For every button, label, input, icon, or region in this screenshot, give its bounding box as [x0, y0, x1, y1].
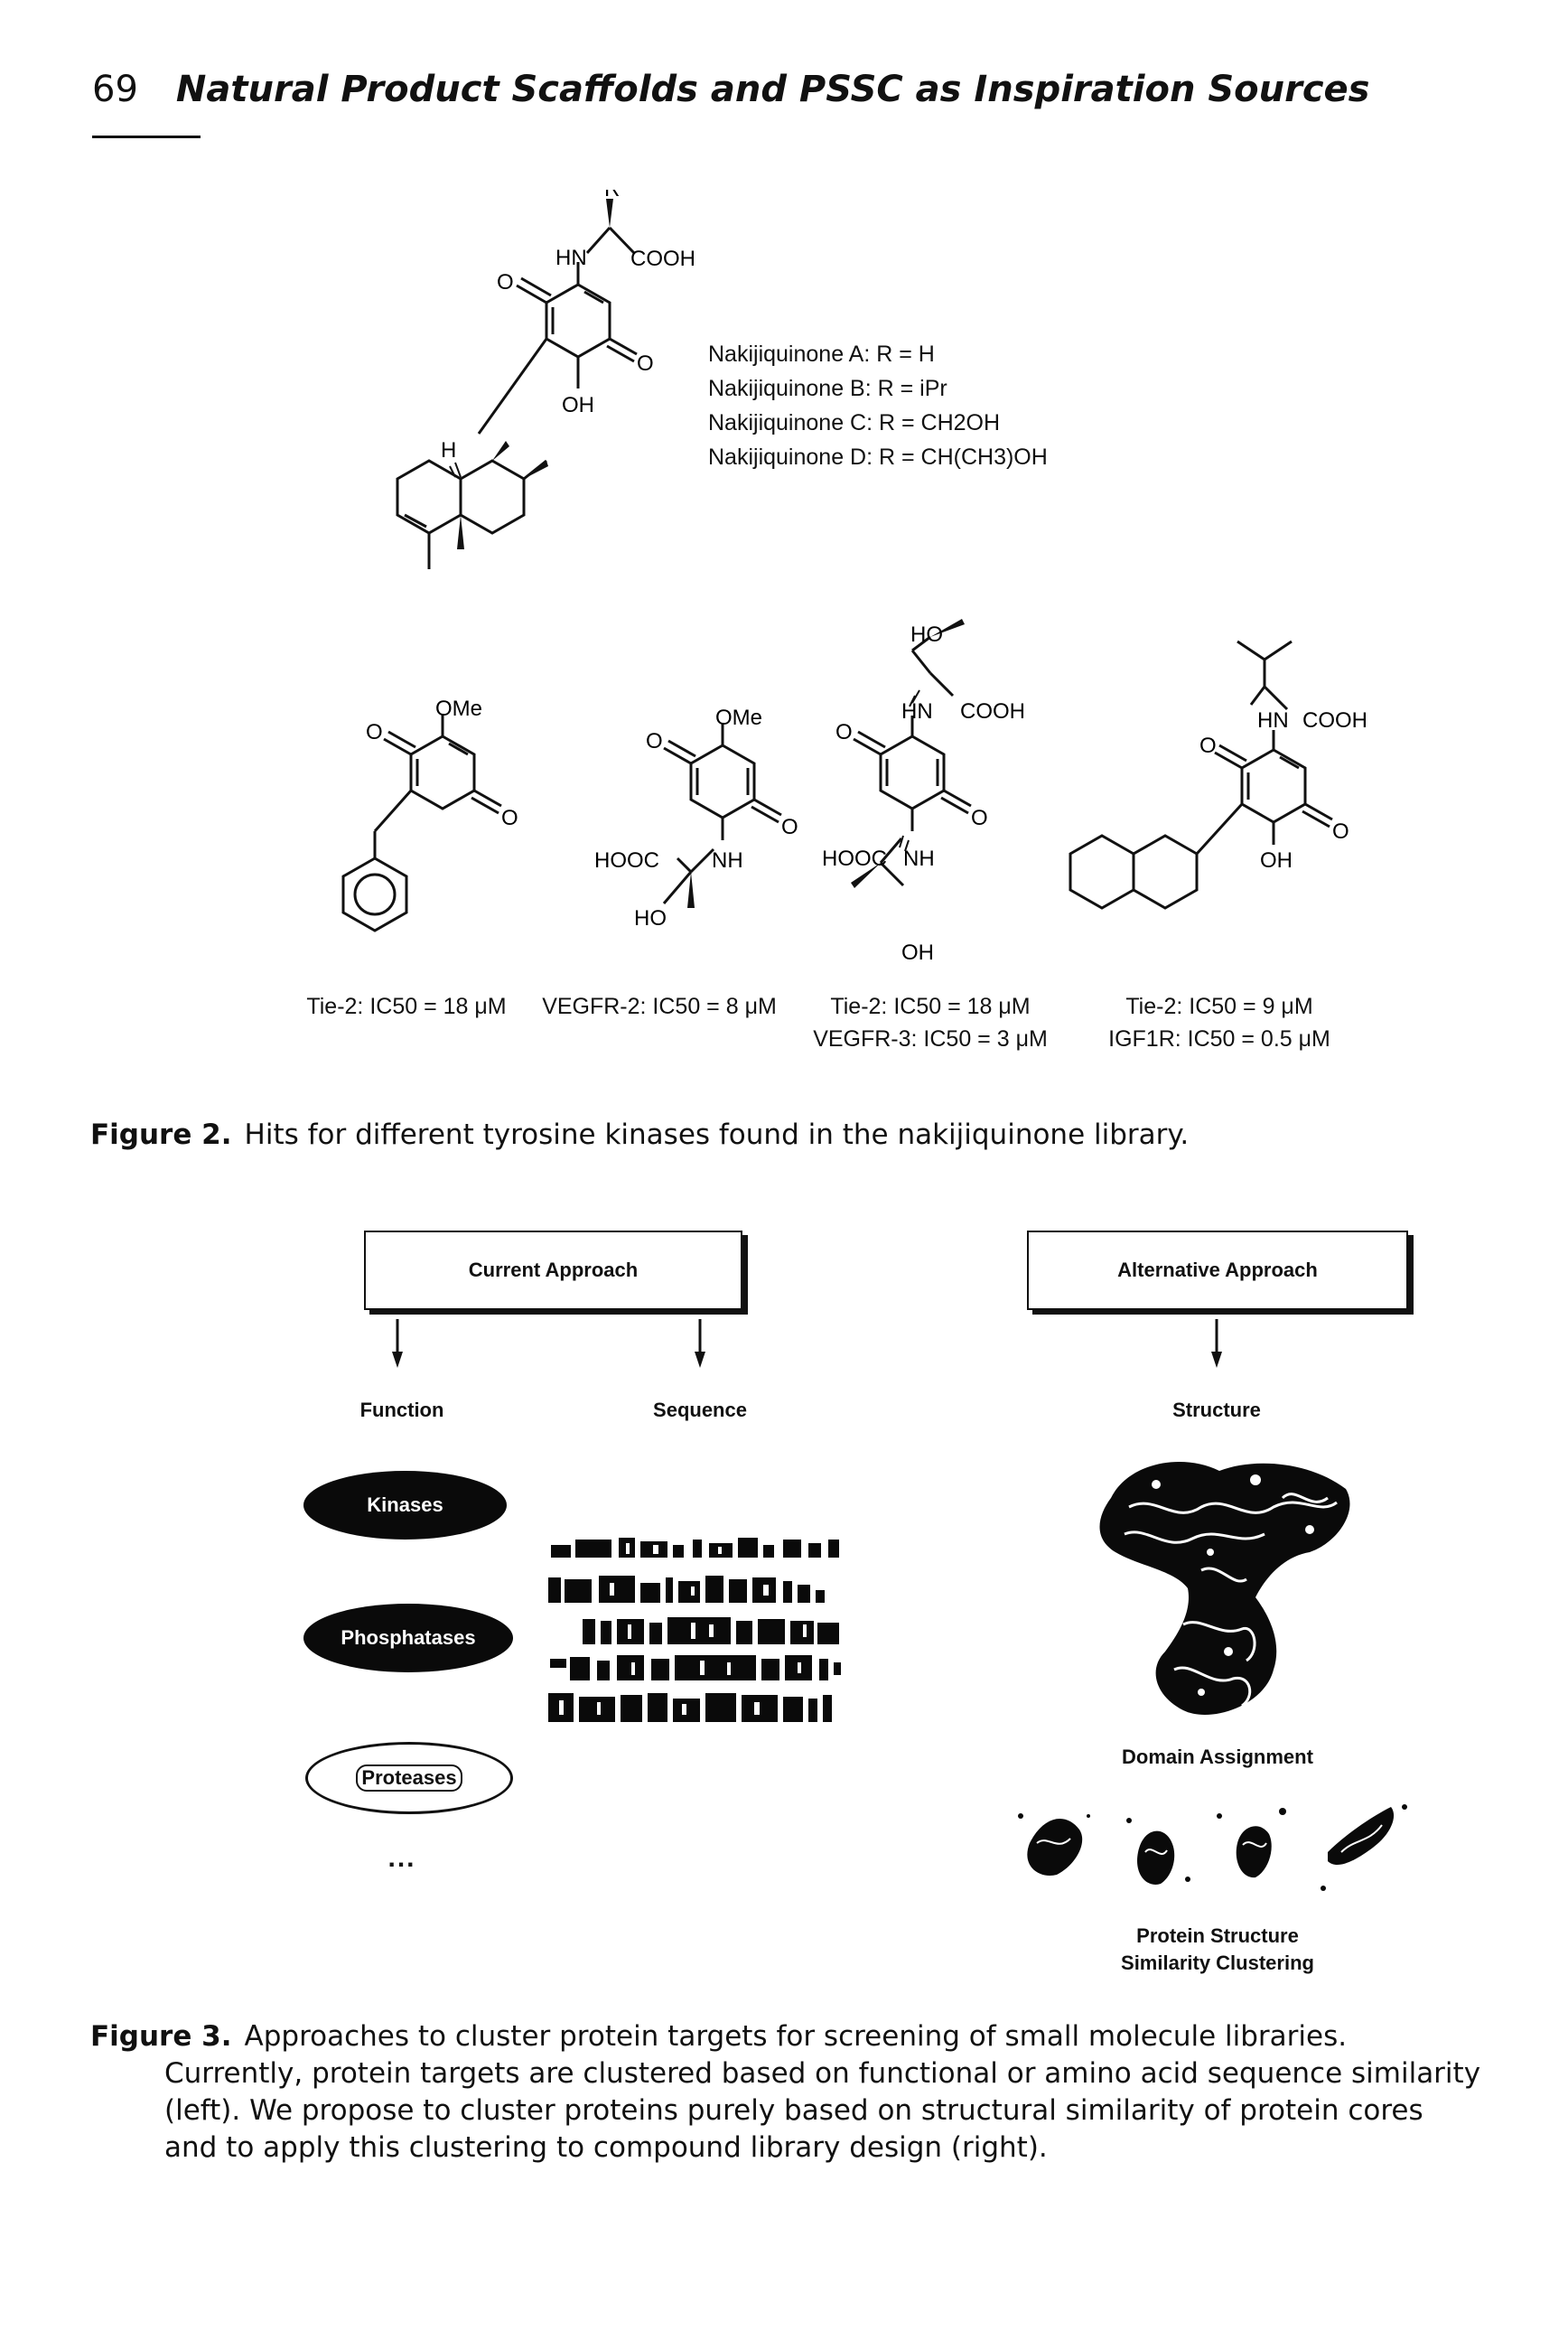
sequence-label: Sequence [653, 1399, 747, 1421]
domain-assignment-label: Domain Assignment [1122, 1746, 1313, 1768]
clustering-line-1: Protein Structure [1136, 1924, 1299, 1947]
figure-2-label: Figure 2. [90, 1119, 232, 1151]
function-label: Function [359, 1399, 444, 1421]
hit3-hn-label: HN [901, 699, 933, 724]
arrow-sequence [695, 1319, 705, 1368]
legend-line-d: Nakijiquinone D: R = CH(CH3)OH [708, 445, 1048, 470]
hit3-cooh-label: COOH [960, 699, 1025, 724]
hit2-nh-label: NH [712, 848, 743, 873]
figure-2-text: Hits for different tyrosine kinases foun… [244, 1119, 1190, 1151]
hit3-oh-label: OH [901, 941, 934, 965]
hit3-ho-label: HO [910, 622, 943, 647]
core-h-label: H [441, 438, 456, 463]
phosphatases-pill: Phosphatases [303, 1604, 513, 1672]
hit-3-ic50-a: Tie-2: IC50 = 18 μM [830, 994, 1031, 1019]
structure-label: Structure [1172, 1399, 1261, 1421]
hit4-o1-label: O [1199, 734, 1217, 758]
current-approach-box: Current Approach [364, 1231, 742, 1310]
hit4-oh-label: OH [1260, 848, 1293, 873]
nakijiquinone-legend: Nakijiquinone A: R = H Nakijiquinone B: … [708, 342, 1048, 479]
hit4-o2-label: O [1332, 819, 1349, 844]
hit2-hooc-label: HOOC [594, 848, 659, 873]
figure-2-caption: Figure 2. Hits for different tyrosine kin… [90, 1117, 1481, 1154]
hit-4-activity: Tie-2: IC50 = 9 μM IGF1R: IC50 = 0.5 μM [1093, 994, 1346, 1053]
core-oh-label: OH [562, 393, 594, 417]
hit1-o2-label: O [501, 806, 518, 830]
figure-3-caption: Figure 3.Approaches to cluster protein t… [90, 2018, 1481, 2167]
core-cooh-label: COOH [630, 247, 695, 271]
hit-4-ic50-a: Tie-2: IC50 = 9 μM [1125, 994, 1313, 1019]
hit-3-structure: HO HN COOH O O HOOC NH OH [822, 619, 1025, 965]
hit-4-ic50-b: IGF1R: IC50 = 0.5 μM [1108, 1026, 1330, 1052]
figure-3-text: Approaches to cluster protein targets fo… [164, 2020, 1481, 2164]
sequence-alignment-image [548, 1538, 841, 1722]
hit2-ome-label: OMe [715, 706, 762, 730]
arrow-structure [1211, 1319, 1222, 1368]
clustering-label: Protein Structure Similarity Clustering [1082, 1923, 1353, 1977]
running-head: 69 Natural Product Scaffolds and PSSC as … [92, 69, 1370, 110]
hit-1-structure: OMe O O [341, 697, 518, 932]
hit-3-activity: Tie-2: IC50 = 18 μM VEGFR-3: IC50 = 3 μM [804, 994, 1057, 1053]
arrow-function [392, 1319, 403, 1368]
proteases-pill: Proteases [305, 1742, 513, 1814]
hit4-hn-label: HN [1257, 708, 1289, 733]
core-o1-label: O [497, 270, 514, 295]
running-title: Natural Product Scaffolds and PSSC as In… [175, 69, 1370, 110]
header-rule [92, 136, 201, 138]
hit2-o1-label: O [646, 729, 663, 753]
hit-4-structure: HN COOH O O OH [1069, 640, 1367, 910]
hit1-o1-label: O [366, 720, 383, 744]
hit-1-ic50: Tie-2: IC50 = 18 μM [306, 994, 507, 1019]
hit4-cooh-label: COOH [1302, 708, 1367, 733]
legend-line-c: Nakijiquinone C: R = CH2OH [708, 410, 1001, 435]
hit1-ome-label: OMe [435, 697, 482, 721]
hit2-o2-label: O [781, 815, 798, 839]
legend-line-b: Nakijiquinone B: R = iPr [708, 376, 947, 401]
hit-2-activity: VEGFR-2: IC50 = 8 μM [533, 994, 786, 1020]
core-hn-label: HN [555, 246, 587, 270]
hit-2-structure: OMe O O HOOC NH HO [594, 706, 798, 931]
hit-1-activity: Tie-2: IC50 = 18 μM [298, 994, 515, 1020]
core-o2-label: O [637, 351, 654, 376]
hit3-o1-label: O [835, 720, 853, 744]
page-number: 69 [92, 69, 138, 110]
figure-3-label: Figure 3. [90, 2020, 232, 2053]
hit2-ho-label: HO [634, 906, 667, 931]
hit3-o2-label: O [971, 806, 988, 830]
core-r-label: R [604, 190, 620, 201]
clustering-line-2: Similarity Clustering [1121, 1952, 1314, 1974]
nakijiquinone-core-structure: R HN COOH O O OH H [396, 190, 695, 569]
legend-line-a: Nakijiquinone A: R = H [708, 342, 935, 367]
hit3-hooc-label: HOOC [822, 847, 887, 871]
alternative-approach-box: Alternative Approach [1027, 1231, 1408, 1310]
hit3-nh-label: NH [903, 847, 935, 871]
proteases-label: Proteases [356, 1764, 462, 1792]
domain-fragments-image [1018, 1804, 1407, 1891]
hit-2-ic50: VEGFR-2: IC50 = 8 μM [542, 994, 777, 1019]
ellipsis: ... [387, 1843, 416, 1873]
kinases-pill: Kinases [303, 1471, 507, 1540]
protein-structure-image [1099, 1462, 1350, 1715]
hit-3-ic50-b: VEGFR-3: IC50 = 3 μM [813, 1026, 1048, 1052]
